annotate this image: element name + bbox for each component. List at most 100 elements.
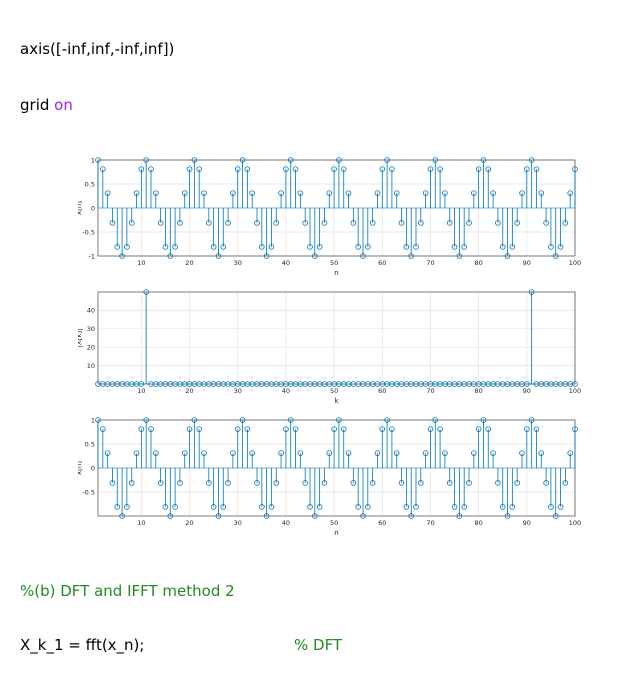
stem-marker xyxy=(504,513,511,519)
stem-marker xyxy=(519,450,525,456)
stem-marker xyxy=(389,426,395,432)
x-tick-label: 90 xyxy=(523,259,531,267)
stem-marker xyxy=(114,504,121,510)
stem-marker xyxy=(336,417,342,423)
stem-marker xyxy=(244,166,251,172)
stem-marker xyxy=(287,417,294,423)
stem-marker xyxy=(480,157,487,163)
stem-marker xyxy=(432,157,439,163)
x-tick-label: 10 xyxy=(137,387,145,395)
y-axis-label: x[n] xyxy=(78,201,83,215)
stem-marker xyxy=(128,220,135,226)
stem-marker xyxy=(466,220,472,226)
stem-marker xyxy=(524,426,530,432)
stem-marker xyxy=(360,513,366,519)
stem-marker xyxy=(167,513,174,519)
stem-marker xyxy=(321,220,328,226)
stem-marker xyxy=(259,504,265,510)
stem-marker xyxy=(201,450,207,456)
stem-marker xyxy=(557,244,564,250)
stem-marker xyxy=(427,426,434,432)
x-tick-label: 90 xyxy=(523,519,531,527)
stem-marker xyxy=(461,244,467,250)
stem-marker xyxy=(283,166,289,172)
stem-marker xyxy=(220,244,227,250)
y-tick-label: -1 xyxy=(89,252,95,260)
x-tick-label: 20 xyxy=(185,259,193,267)
stem-marker xyxy=(210,504,217,510)
stem-marker xyxy=(153,190,159,196)
stem-marker xyxy=(138,381,145,387)
stem-marker xyxy=(312,253,318,259)
stem-marker xyxy=(393,450,400,456)
stem-marker xyxy=(355,504,361,510)
code-text: axis([-inf,inf,-inf,inf]) xyxy=(20,40,175,58)
y-tick-label: 20 xyxy=(87,344,95,352)
stem-marker xyxy=(283,426,289,432)
stem-marker xyxy=(533,426,540,432)
stem-marker xyxy=(509,504,516,510)
x-tick-label: 40 xyxy=(282,259,290,267)
y-tick-label: 10 xyxy=(87,362,95,370)
y-tick-label: 0.5 xyxy=(85,440,95,448)
stem-marker xyxy=(191,417,198,423)
x-tick-label: 20 xyxy=(185,519,193,527)
stem-marker xyxy=(278,450,284,456)
x-tick-label: 30 xyxy=(234,259,242,267)
stem-marker xyxy=(249,190,255,196)
stem-marker xyxy=(528,157,535,163)
stem-marker xyxy=(95,417,101,423)
stem-marker xyxy=(225,480,231,486)
y-axis-label: x[n] xyxy=(78,461,83,475)
stem-marker xyxy=(514,220,520,226)
x-tick-label: 30 xyxy=(234,387,242,395)
code-line-fft[interactable]: X_k_1 = fft(x_n);% DFT xyxy=(20,636,342,654)
x-tick-label: 60 xyxy=(378,387,386,395)
stem-marker xyxy=(360,253,366,259)
stem-marker xyxy=(384,157,390,163)
stem-marker xyxy=(162,244,169,250)
stem-marker xyxy=(499,504,506,510)
stem-marker xyxy=(331,426,337,432)
stem-marker xyxy=(427,166,434,172)
stem-marker xyxy=(186,426,193,432)
stem-marker xyxy=(254,220,260,226)
code-line-grid[interactable]: grid on xyxy=(20,96,73,114)
stem-marker xyxy=(100,166,106,172)
section-comment[interactable]: %(b) DFT and IFFT method 2 xyxy=(20,582,235,600)
code-line-axis[interactable]: axis([-inf,inf,-inf,inf]) xyxy=(20,40,174,58)
stem-marker xyxy=(143,289,149,295)
stem-marker xyxy=(418,220,424,226)
stem-marker xyxy=(124,504,130,510)
stem-marker xyxy=(413,504,419,510)
stem-marker xyxy=(490,450,496,456)
stem-marker xyxy=(215,253,222,259)
code-keyword: grid xyxy=(20,96,50,114)
y-tick-label: 1 xyxy=(91,156,95,164)
stem-marker xyxy=(287,157,294,163)
stem-marker xyxy=(244,426,251,432)
y-tick-label: 1 xyxy=(91,416,95,424)
stem-marker xyxy=(528,417,535,423)
stem-marker xyxy=(475,166,482,172)
stem-marker xyxy=(495,220,501,226)
stem-marker xyxy=(567,190,573,196)
stem-marker xyxy=(100,426,106,432)
stem-marker xyxy=(225,220,231,226)
stem-marker xyxy=(167,253,174,259)
stem-marker xyxy=(451,504,458,510)
x-tick-label: 20 xyxy=(185,387,193,395)
x-tick-label: 60 xyxy=(378,519,386,527)
y-tick-label: 0.5 xyxy=(85,180,95,188)
stem-marker xyxy=(374,450,381,456)
stem-marker xyxy=(403,504,410,510)
stem-marker xyxy=(186,166,193,172)
stem-marker xyxy=(239,157,246,163)
stem-marker xyxy=(302,480,308,486)
stem-marker xyxy=(143,417,149,423)
stem-marker xyxy=(210,244,217,250)
stem-marker xyxy=(408,253,414,259)
